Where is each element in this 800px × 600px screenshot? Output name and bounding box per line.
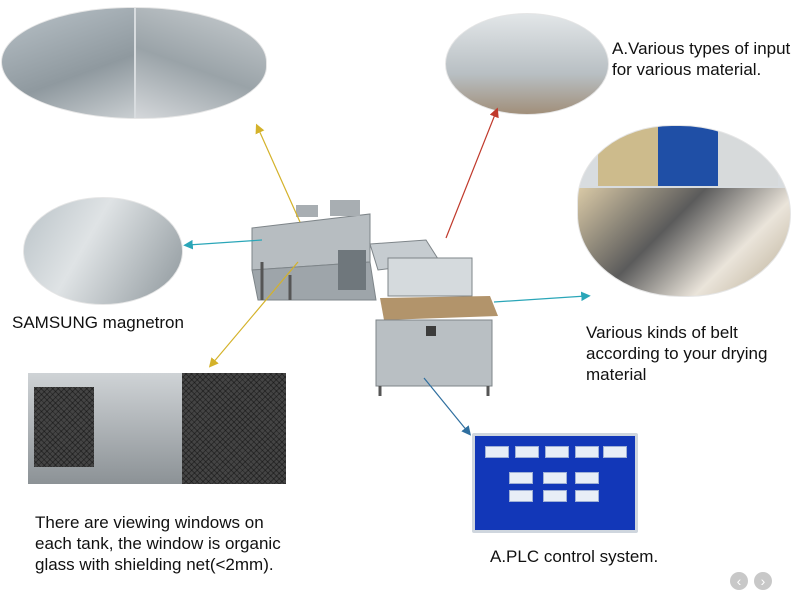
plc-button (485, 446, 509, 458)
belt-label: Various kinds of belt according to your … (586, 323, 768, 384)
viewing-window-label: There are viewing windows on each tank, … (35, 513, 281, 574)
magnetron-bubble (24, 198, 182, 304)
tank-photo-right (136, 8, 266, 118)
belt-outlet-section (369, 239, 498, 396)
arrow-to-magnetron (183, 239, 263, 250)
arrow-to-plc (423, 377, 472, 436)
tank-photo-left (2, 8, 134, 118)
plc-button (509, 472, 533, 484)
plc-button (603, 446, 627, 458)
plc-button (543, 490, 567, 502)
chevron-right-icon[interactable]: › (754, 572, 772, 590)
plc-button (509, 490, 533, 502)
tank-photo-bubble (2, 8, 266, 118)
input-hopper-bubble (446, 14, 608, 114)
plc-label: A.PLC control system. (490, 547, 659, 566)
viewing-window-photo-right (182, 373, 286, 484)
arrow-to-tank-photo (255, 123, 301, 223)
chevron-left-icon[interactable]: ‹ (730, 572, 748, 590)
plc-button (575, 446, 599, 458)
plc-screen (472, 433, 638, 533)
belt-samples-bubble (578, 126, 790, 296)
arrow-to-window (208, 261, 299, 368)
input-label: A.Various types of input for various mat… (612, 39, 791, 79)
microwave-tank-row (251, 200, 377, 301)
magnetron-label: SAMSUNG magnetron (12, 313, 184, 332)
plc-button (545, 446, 569, 458)
plc-button (575, 472, 599, 484)
plc-button (575, 490, 599, 502)
plc-button (543, 472, 567, 484)
arrow-to-input (445, 107, 499, 239)
arrow-to-belt (493, 291, 591, 303)
plc-button (515, 446, 539, 458)
viewing-window-photo-left (28, 373, 182, 484)
